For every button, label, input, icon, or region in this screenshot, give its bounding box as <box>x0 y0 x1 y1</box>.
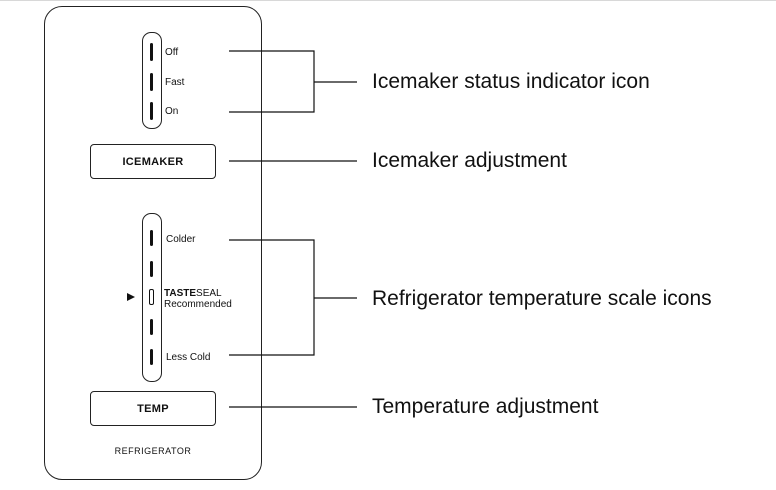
recommended-arrow-icon <box>127 293 135 301</box>
tasteseal-label: TASTESEAL <box>164 288 222 299</box>
icemaker-button[interactable]: ICEMAKER <box>90 144 216 179</box>
icemaker-indicator-pill <box>142 32 162 129</box>
icemaker-status-bracket <box>229 50 315 113</box>
temp-scale-callout: Refrigerator temperature scale icons <box>372 287 712 310</box>
temp-scale-bracket <box>229 239 315 356</box>
top-divider <box>0 0 776 1</box>
icemaker-off-label: Off <box>165 47 179 58</box>
tasteseal-rest: SEAL <box>196 288 222 299</box>
temp-segment-3 <box>149 289 154 305</box>
temp-scale-pill <box>142 213 162 382</box>
temp-adjust-callout: Temperature adjustment <box>372 395 599 418</box>
icemaker-on-segment <box>150 102 153 120</box>
icemaker-adjust-callout: Icemaker adjustment <box>372 149 567 172</box>
refrigerator-label: REFRIGERATOR <box>114 446 192 456</box>
icemaker-fast-segment <box>150 73 153 91</box>
temp-colder-label: Colder <box>166 234 196 245</box>
tasteseal-bold: TASTE <box>164 288 197 299</box>
temp-segment-2 <box>150 261 153 277</box>
icemaker-fast-label: Fast <box>165 77 185 88</box>
icemaker-off-segment <box>150 43 153 61</box>
icemaker-status-callout: Icemaker status indicator icon <box>372 70 650 93</box>
icemaker-on-label: On <box>165 106 179 117</box>
recommended-label: Recommended <box>164 299 232 310</box>
control-panel <box>44 6 262 480</box>
temp-segment-1 <box>150 230 153 246</box>
temp-button[interactable]: TEMP <box>90 391 216 426</box>
temp-segment-5 <box>150 349 153 365</box>
temp-less-cold-label: Less Cold <box>166 352 211 363</box>
temp-segment-4 <box>150 319 153 335</box>
